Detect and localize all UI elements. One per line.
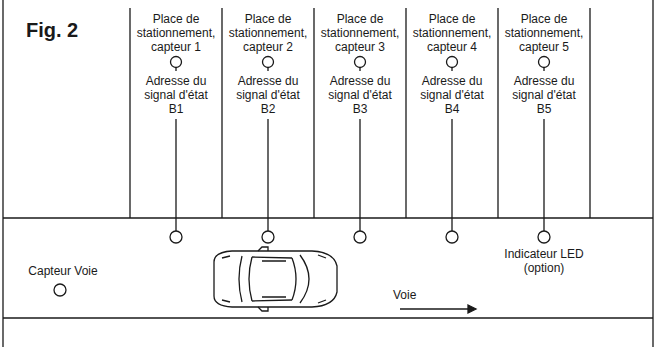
space-divider: [313, 8, 314, 218]
frame-line: [652, 0, 653, 347]
frame-line: [2, 0, 3, 347]
signal-wire: [359, 119, 360, 231]
space-divider: [497, 8, 498, 218]
lane-node: [446, 231, 458, 243]
lane-node: [262, 231, 274, 243]
lane-edge: [3, 317, 653, 318]
sensor-circle: [447, 57, 458, 68]
space-label: Place de stationnement, capteur 2: [225, 12, 311, 54]
sensor-circle: [539, 57, 550, 68]
led-label: Indicateur LED (option): [497, 247, 591, 275]
space-label: Place de stationnement, capteur 3: [317, 12, 403, 54]
lane-node: [354, 231, 366, 243]
sensor-circle: [355, 57, 366, 68]
parking-space: Place de stationnement, capteur 5 Adresse…: [498, 0, 590, 218]
sensor-wire: [359, 68, 360, 72]
sensor-circle: [263, 57, 274, 68]
parking-space: Place de stationnement, capteur 3 Adresse…: [314, 0, 406, 218]
signal-wire: [175, 119, 176, 231]
direction-arrow: [400, 305, 476, 313]
parking-space: Place de stationnement, capteur 4 Adresse…: [406, 0, 498, 218]
figure-title: Fig. 2: [26, 18, 78, 42]
lane-label: Voie: [393, 288, 433, 302]
signal-address: Adresse du signal d'état B4: [414, 74, 490, 116]
space-divider: [405, 8, 406, 218]
space-divider: [129, 8, 130, 218]
signal-address: Adresse du signal d'état B5: [506, 74, 582, 116]
sensor-wire: [175, 68, 176, 72]
lane-edge: [3, 217, 653, 218]
lane-node: [170, 231, 182, 243]
signal-address: Adresse du signal d'état B2: [230, 74, 306, 116]
signal-address: Adresse du signal d'état B3: [322, 74, 398, 116]
sensor-wire: [543, 68, 544, 72]
signal-address: Adresse du signal d'état B1: [138, 74, 214, 116]
sensor-wire: [451, 68, 452, 72]
parking-space: Place de stationnement, capteur 2 Adresse…: [222, 0, 314, 218]
space-divider: [221, 8, 222, 218]
space-label: Place de stationnement, capteur 4: [409, 12, 495, 54]
space-label: Place de stationnement, capteur 1: [133, 12, 219, 54]
car: [214, 247, 337, 311]
lane-sensor: [54, 284, 66, 296]
signal-wire: [543, 119, 544, 231]
sensor-circle: [171, 57, 182, 68]
lane-sensor-label: Capteur Voie: [18, 264, 108, 278]
space-divider: [589, 8, 590, 218]
signal-wire: [267, 119, 268, 231]
space-label: Place de stationnement, capteur 5: [501, 12, 587, 54]
sensor-wire: [267, 68, 268, 72]
signal-wire: [451, 119, 452, 231]
led-indicator: [538, 231, 550, 243]
parking-space: Place de stationnement, capteur 1 Adresse…: [130, 0, 222, 218]
